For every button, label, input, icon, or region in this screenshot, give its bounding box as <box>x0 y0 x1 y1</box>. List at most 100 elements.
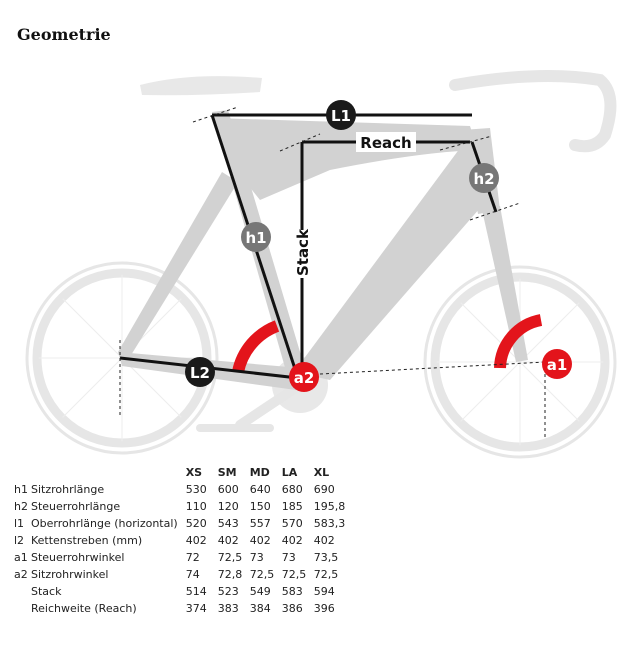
row-value: 543 <box>217 517 239 530</box>
stack-label: Stack <box>294 228 312 276</box>
front-wheel-rim <box>430 272 610 452</box>
row-value: 74 <box>185 568 200 581</box>
down-tube <box>294 140 494 380</box>
row-value: 514 <box>185 585 207 598</box>
row-value: 374 <box>185 602 207 615</box>
row-code: l2 <box>14 534 25 547</box>
row-value: 73,5 <box>313 551 339 564</box>
a1-arc <box>494 314 543 369</box>
size-header: XL <box>313 466 330 479</box>
row-value: 402 <box>249 534 271 547</box>
row-label: Kettenstreben (mm) <box>30 534 143 547</box>
fork <box>482 206 528 362</box>
row-value: 680 <box>281 483 303 496</box>
h2-marker: h2 <box>469 163 499 193</box>
row-value: 523 <box>217 585 239 598</box>
row-value: 600 <box>217 483 239 496</box>
a1-marker: a1 <box>542 349 572 379</box>
a2-marker-label: a2 <box>294 369 315 387</box>
row-value: 185 <box>281 500 303 513</box>
row-value: 594 <box>313 585 335 598</box>
row-code: h1 <box>14 483 28 496</box>
row-label: Steuerrohrwinkel <box>30 551 125 564</box>
row-label: Steuerrohrlänge <box>30 500 121 513</box>
row-value: 402 <box>313 534 335 547</box>
row-value: 72,5 <box>281 568 307 581</box>
h1-marker-label: h1 <box>245 229 266 247</box>
size-header: MD <box>249 466 270 479</box>
row-label: Sitzrohrwinkel <box>30 568 109 581</box>
row-value: 110 <box>185 500 207 513</box>
angle-arcs <box>232 314 543 374</box>
h2-marker-label: h2 <box>473 170 494 188</box>
rear-wheel <box>25 261 219 455</box>
row-value: 640 <box>249 483 271 496</box>
row-code: a1 <box>14 551 28 564</box>
row-label: Stack <box>30 585 62 598</box>
row-value: 73 <box>249 551 264 564</box>
table-row: Reichweite (Reach) 374 383 384 386 396 <box>14 600 349 617</box>
L2-marker-label: L2 <box>190 364 210 382</box>
size-header: XS <box>185 466 203 479</box>
row-code <box>14 600 31 617</box>
table-header-code <box>14 464 31 481</box>
row-value: 120 <box>217 500 239 513</box>
row-label: Sitzrohrlänge <box>30 483 105 496</box>
row-code: l1 <box>14 517 25 530</box>
table-row: Stack 514 523 549 583 594 <box>14 583 349 600</box>
L1-marker: L1 <box>326 100 356 130</box>
seat-stay <box>118 172 238 360</box>
row-label: Oberrohrlänge (horizontal) <box>30 517 178 530</box>
row-value: 520 <box>185 517 207 530</box>
reach-label: Reach <box>360 134 411 152</box>
bike-geometry-diagram: Reach Stack L1 h1 h2 L2 a2 a1 <box>25 70 617 459</box>
row-value: 72,5 <box>217 551 243 564</box>
front-wheel <box>423 265 617 459</box>
rear-wheel-rim <box>32 268 212 448</box>
a2-arc <box>232 320 280 374</box>
table-header-label <box>31 464 186 481</box>
table-header-row: XS SM MD LA XL <box>14 464 349 481</box>
row-value: 402 <box>217 534 239 547</box>
row-value: 72,5 <box>249 568 275 581</box>
row-value: 72 <box>185 551 200 564</box>
row-code <box>14 583 31 600</box>
row-value: 386 <box>281 602 303 615</box>
row-value: 402 <box>185 534 207 547</box>
row-code: h2 <box>14 500 28 513</box>
row-value: 530 <box>185 483 207 496</box>
row-value: 195,8 <box>313 500 346 513</box>
table-row: l1 Oberrohrlänge (horizontal) 520 543 557 570… <box>14 515 349 532</box>
row-value: 570 <box>281 517 303 530</box>
row-value: 73 <box>281 551 296 564</box>
row-value: 549 <box>249 585 271 598</box>
row-value: 557 <box>249 517 271 530</box>
row-value: 72,5 <box>313 568 339 581</box>
row-value: 384 <box>249 602 271 615</box>
L1-marker-label: L1 <box>331 107 351 125</box>
page-title: Geometrie <box>17 25 111 44</box>
a1-marker-label: a1 <box>547 356 568 374</box>
row-value: 690 <box>313 483 335 496</box>
row-value: 383 <box>217 602 239 615</box>
table-row: l2 Kettenstreben (mm) 402 402 402 402 402 <box>14 532 349 549</box>
row-value: 72,8 <box>217 568 243 581</box>
row-value: 402 <box>281 534 303 547</box>
row-label: Reichweite (Reach) <box>30 602 137 615</box>
bike-frame <box>118 110 528 390</box>
size-header: SM <box>217 466 237 479</box>
row-value: 583 <box>281 585 303 598</box>
a2-marker: a2 <box>289 362 319 392</box>
dashed-guides <box>119 106 546 440</box>
row-value: 396 <box>313 602 335 615</box>
L2-marker: L2 <box>185 357 215 387</box>
h1-marker: h1 <box>241 222 271 252</box>
row-value: 583,3 <box>313 517 346 530</box>
markers: L1 h1 h2 L2 a2 a1 <box>185 100 572 392</box>
size-header: LA <box>281 466 298 479</box>
